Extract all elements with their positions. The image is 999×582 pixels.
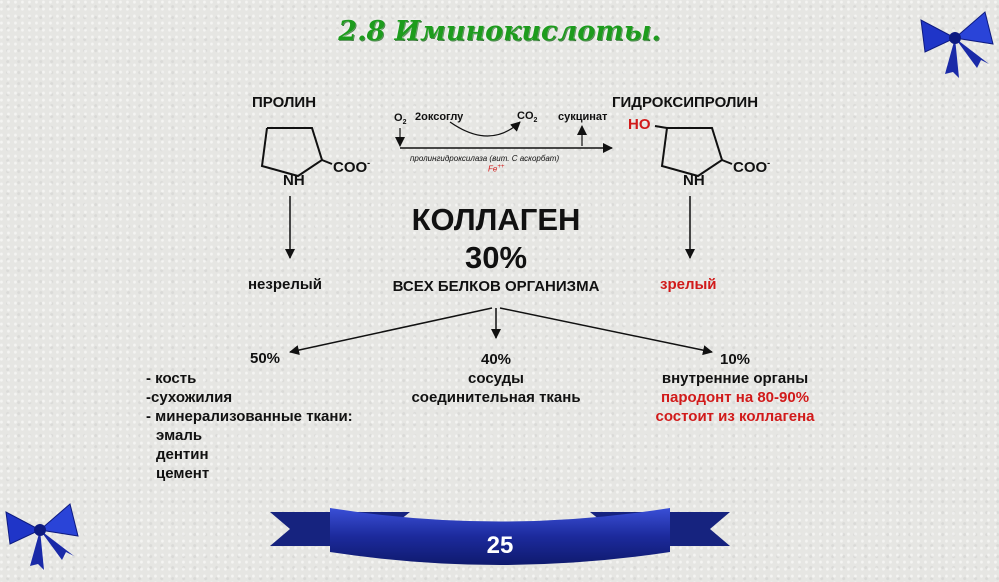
co2-label: CO2 xyxy=(517,110,538,125)
list-item: пародонт на 80-90% xyxy=(660,389,810,406)
hydroxyproline-label: ГИДРОКСИПРОЛИН xyxy=(612,94,759,111)
list-item: - минерализованные ткани: xyxy=(146,408,353,425)
middle-block: 40% сосуды соединительная ткань xyxy=(390,350,602,407)
oxoglu-label: 2оксоглу xyxy=(415,111,464,123)
list-item: - кость xyxy=(146,370,197,387)
list-item: соединительная ткань xyxy=(411,389,581,406)
hydroxyproline-coo: COO- xyxy=(733,158,771,176)
page-number: 25 xyxy=(486,532,514,559)
list-item: дентин xyxy=(156,446,209,463)
immature-label: незрелый xyxy=(248,276,322,293)
left-percent: 50% xyxy=(250,350,281,367)
ribbon-banner xyxy=(270,508,730,565)
hydroxyl-group: HO xyxy=(628,116,651,133)
middle-percent: 40% xyxy=(480,351,512,368)
arrow-left xyxy=(289,307,493,355)
proline-label: ПРОЛИН xyxy=(252,94,317,111)
collagen-block: КОЛЛАГЕН 30% ВСЕХ БЕЛКОВ ОРГАНИЗМА xyxy=(340,202,652,295)
hydroxyproline-ring xyxy=(654,125,733,178)
list-item: внутренние органы xyxy=(661,370,809,387)
slide-title: 2.8 Иминокислоты. xyxy=(338,16,661,47)
enzyme-label: пролингидроксилаза (вит. С аскорбат) xyxy=(410,154,560,163)
hydroxyproline-nh: NH xyxy=(683,172,705,189)
list-item: состоит из коллагена xyxy=(655,408,815,425)
mature-label: зрелый xyxy=(660,276,717,293)
collagen-subtitle: ВСЕХ БЕЛКОВ ОРГАНИЗМА xyxy=(392,278,600,295)
proline-ring xyxy=(260,127,333,178)
cofactor-label: Fe++ xyxy=(488,164,505,174)
right-block: 10% внутренние органы пародонт на 80-90%… xyxy=(630,350,840,426)
collagen-title: КОЛЛАГЕН xyxy=(411,202,581,237)
list-item: эмаль xyxy=(156,427,203,444)
o2-label: O2 xyxy=(394,112,407,127)
list-item: сосуды xyxy=(468,370,524,387)
proline-nh: NH xyxy=(283,172,305,189)
list-item: -сухожилия xyxy=(146,389,233,406)
arrow-right xyxy=(499,307,713,356)
list-item: цемент xyxy=(156,465,210,482)
right-percent: 10% xyxy=(719,351,751,368)
oxoglu-curve-arrow xyxy=(449,121,521,137)
bow-ribbon-icon xyxy=(5,503,79,570)
collagen-percent: 30% xyxy=(464,240,528,275)
left-list: - кость -сухожилия - минерализованные тк… xyxy=(146,369,353,483)
succinate-label: сукцинат xyxy=(558,111,608,123)
proline-coo: COO- xyxy=(333,158,371,176)
bow-ribbon-icon xyxy=(920,11,994,78)
